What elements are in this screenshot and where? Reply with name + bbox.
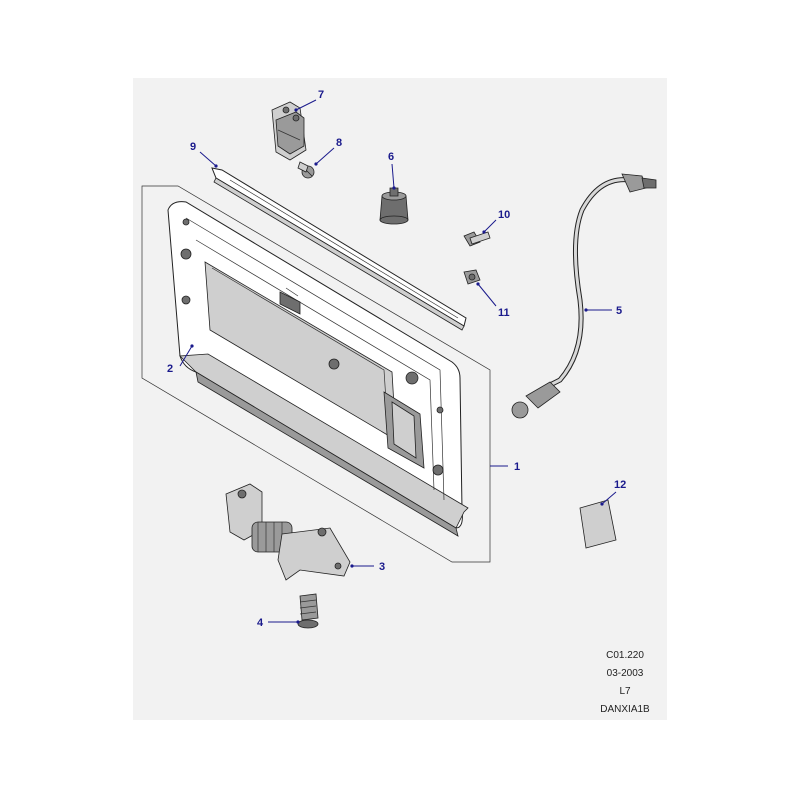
hinge: [225, 483, 351, 581]
tailgate-panel: [167, 201, 469, 537]
callout-11: 11: [498, 307, 510, 319]
release-cable: [511, 173, 657, 419]
leaders: [179, 99, 617, 624]
adhesive-pad: [579, 499, 617, 549]
seal-strip: [211, 167, 467, 331]
bolt: [297, 593, 319, 629]
callout-3: 3: [379, 561, 385, 573]
callout-4: 4: [257, 617, 264, 629]
date-code: 03-2003: [606, 668, 644, 679]
drawing-code: DANXIA1B: [600, 704, 650, 715]
clip-nut: [463, 269, 481, 285]
ref-code: C01.220: [606, 650, 644, 661]
striker-bracket: [271, 101, 307, 161]
callout-12: 12: [614, 479, 626, 491]
callout-1: 1: [514, 461, 520, 473]
callout-10: 10: [498, 209, 510, 221]
assembly-outline: [141, 185, 491, 563]
model-code: L7: [619, 686, 631, 697]
screw-10: [463, 231, 491, 247]
callout-6: 6: [388, 151, 394, 163]
callout-9: 9: [190, 141, 196, 153]
screw-8: [297, 161, 315, 179]
callout-5: 5: [616, 305, 622, 317]
callout-2: 2: [167, 363, 173, 375]
callout-7: 7: [318, 89, 324, 101]
callout-8: 8: [336, 137, 342, 149]
rubber-buffer: [379, 187, 409, 225]
